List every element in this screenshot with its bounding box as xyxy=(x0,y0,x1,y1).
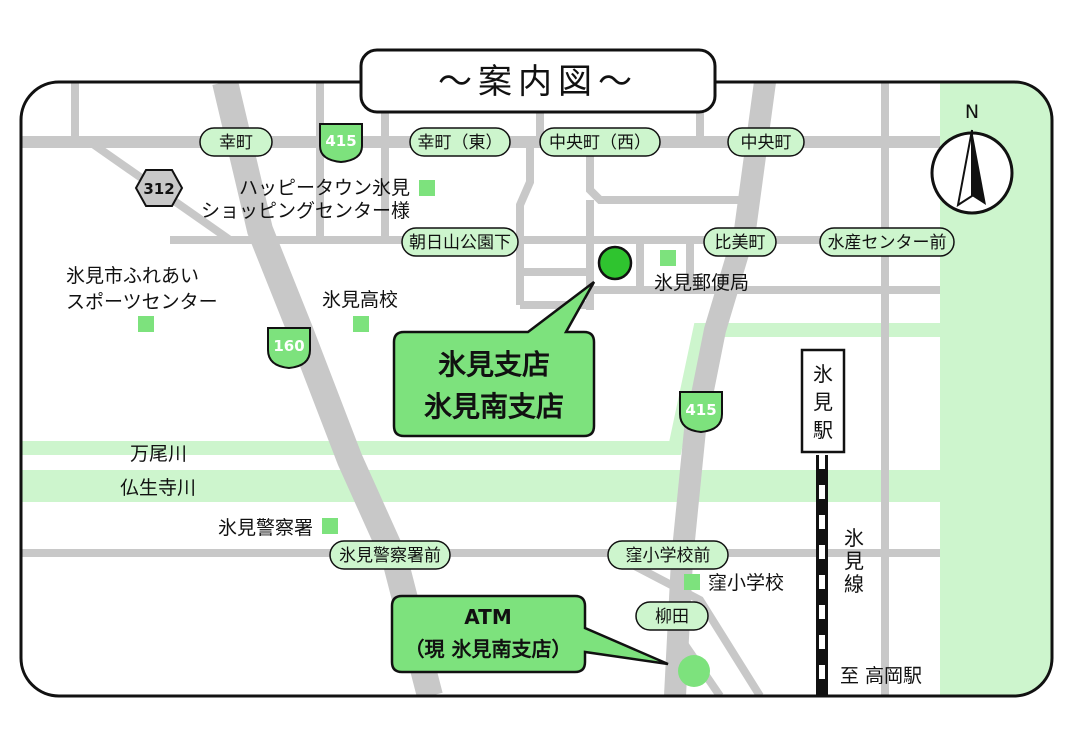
svg-text:水産センター前: 水産センター前 xyxy=(828,233,947,253)
branch-name-himi: 氷見支店 xyxy=(438,348,550,381)
station-box xyxy=(800,348,846,454)
page-title: ～案内図～ xyxy=(438,62,638,102)
svg-text:朝日山公園下: 朝日山公園下 xyxy=(409,233,511,253)
bus-stop-saiwaicho: 幸町 xyxy=(199,127,273,157)
landmark-police: 氷見警察署 xyxy=(218,517,313,539)
line-label-1: 氷 xyxy=(844,526,864,550)
line-label-3: 線 xyxy=(844,572,864,596)
bus-stop-asahiyama-koen-shita: 朝日山公園下 xyxy=(401,227,519,257)
svg-text:415: 415 xyxy=(325,132,356,150)
svg-text:柳田: 柳田 xyxy=(655,607,689,627)
bus-stop-himi-police-mae: 氷見警察署前 xyxy=(329,540,451,570)
line-label-2: 見 xyxy=(844,549,864,573)
svg-text:比美町: 比美町 xyxy=(715,233,766,253)
station-name-1: 氷 xyxy=(813,362,833,386)
svg-text:415: 415 xyxy=(685,401,716,419)
svg-text:幸町（東）: 幸町（東） xyxy=(418,133,503,153)
svg-text:160: 160 xyxy=(273,337,304,355)
road-route-160 xyxy=(212,82,443,696)
svg-text:窪小学校前: 窪小学校前 xyxy=(626,546,711,566)
landmark-fureai-line1: 氷見市ふれあい xyxy=(66,265,199,287)
landmark-post-office-marker xyxy=(660,250,676,266)
atm-label: ATM xyxy=(464,605,511,629)
svg-text:312: 312 xyxy=(143,180,174,198)
bus-stop-chuocho: 中央町 xyxy=(727,127,805,157)
landmark-happy-town-line2: ショッピングセンター様 xyxy=(201,200,410,222)
atm-sublabel: （現 氷見南支店） xyxy=(405,637,572,661)
branch-name-himi-minami: 氷見南支店 xyxy=(424,390,564,423)
atm-location-marker xyxy=(678,655,710,687)
bus-stop-chuocho-west: 中央町（西） xyxy=(539,127,661,157)
to-takaoka-label: 至 高岡駅 xyxy=(840,665,922,687)
station-name-2: 見 xyxy=(813,390,833,414)
svg-text:中央町: 中央町 xyxy=(741,133,792,153)
river-busshoji xyxy=(21,470,940,502)
landmark-happy-town-marker xyxy=(419,180,435,196)
landmark-himi-high-marker xyxy=(353,316,369,332)
station-name-3: 駅 xyxy=(813,418,833,442)
river-busshoji-label: 仏生寺川 xyxy=(120,477,196,499)
bus-stop-kubo-school-mae: 窪小学校前 xyxy=(607,540,729,570)
route-shield-415-top: 415 xyxy=(319,123,363,164)
landmark-police-marker xyxy=(322,518,338,534)
landmark-fureai-marker xyxy=(138,316,154,332)
bus-stop-saiwaicho-east: 幸町（東） xyxy=(409,127,511,157)
road-network xyxy=(21,82,940,696)
route-shield-312: 312 xyxy=(134,169,184,207)
svg-text:中央町（西）: 中央町（西） xyxy=(549,133,651,153)
landmark-himi-high: 氷見高校 xyxy=(322,289,398,311)
route-shield-415-mid: 415 xyxy=(679,391,723,434)
landmark-kubo-school-marker xyxy=(684,574,700,590)
branch-location-marker xyxy=(597,245,633,281)
branch-callout xyxy=(392,281,596,438)
landmark-post-office: 氷見郵便局 xyxy=(654,272,749,294)
landmark-fureai-line2: スポーツセンター xyxy=(66,291,218,313)
bus-stop-yanagida: 柳田 xyxy=(635,601,709,631)
svg-text:幸町: 幸町 xyxy=(219,133,253,153)
route-shield-160: 160 xyxy=(267,327,311,370)
landmark-happy-town-line1: ハッピータウン氷見 xyxy=(239,177,410,199)
atm-callout xyxy=(390,594,669,674)
landmark-kubo-school: 窪小学校 xyxy=(708,572,784,594)
north-compass-icon xyxy=(930,129,1014,215)
north-label: N xyxy=(965,101,979,123)
title-box xyxy=(359,48,717,114)
bus-stop-suisan-center-mae: 水産センター前 xyxy=(819,227,955,257)
road-route-415 xyxy=(664,82,776,696)
river-mannogawa-label: 万尾川 xyxy=(130,443,187,465)
map-layer xyxy=(21,82,1052,696)
bus-stop-himicho: 比美町 xyxy=(703,227,777,257)
svg-text:氷見警察署前: 氷見警察署前 xyxy=(339,546,441,566)
